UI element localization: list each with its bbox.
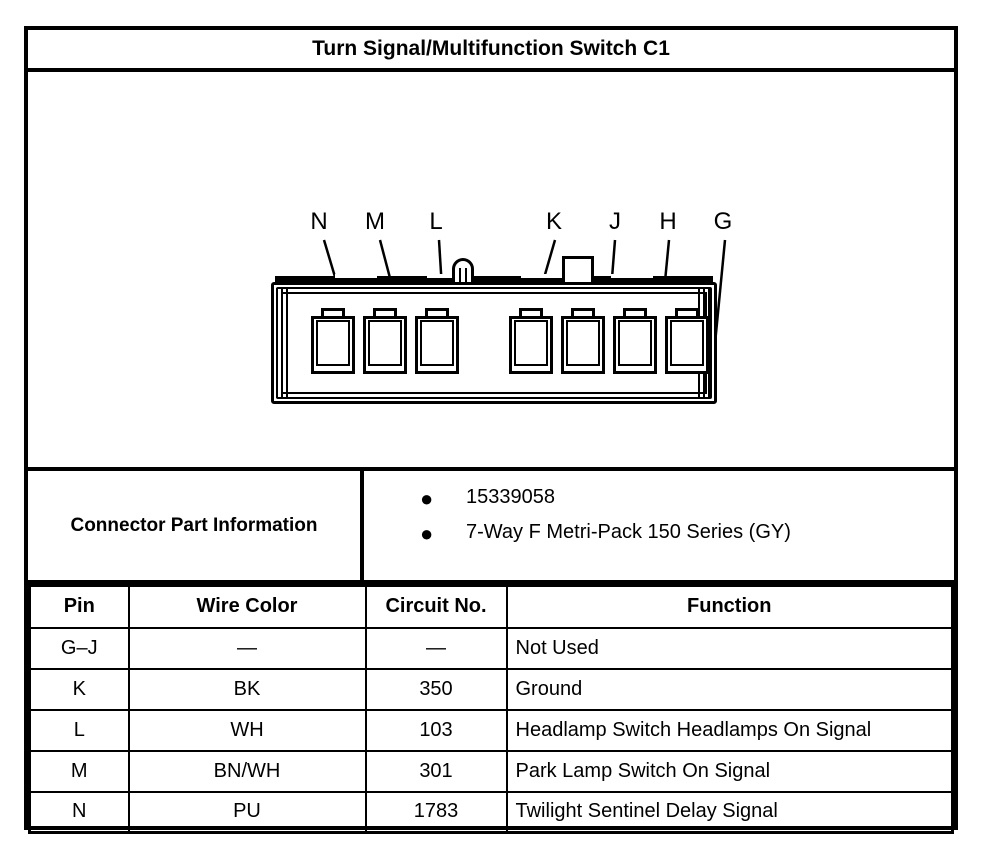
cell-circuit-no: 103: [364, 708, 508, 752]
end-cap-rib: [286, 288, 288, 398]
housing-top-rail: [275, 276, 713, 283]
cell-wire-color: WH: [127, 708, 367, 752]
cavity-inner: [566, 320, 600, 366]
column-header-pin: Pin: [28, 584, 130, 629]
cell-pin: M: [28, 749, 130, 793]
connector-part-information-row: Connector Part Information ● 15339058 ● 7-W…: [28, 471, 954, 584]
pin-function-table: Pin Wire Color Circuit No. Function G–J—…: [28, 584, 954, 834]
cavity-inner: [316, 320, 350, 366]
column-header-circuit-no: Circuit No.: [364, 584, 508, 629]
column-header-function: Function: [505, 584, 954, 629]
cavity-j: [561, 308, 605, 374]
connector-part-information-item: ● 15339058: [420, 486, 954, 511]
page-title: Turn Signal/Multifunction Switch C1: [312, 37, 670, 60]
connector-body: [271, 256, 717, 411]
housing-end-cap-left: [274, 285, 292, 401]
connector-part-information-label-cell: Connector Part Information: [28, 471, 364, 580]
cell-pin: K: [28, 667, 130, 711]
cavity-inner: [670, 320, 704, 366]
cell-circuit-no: 350: [364, 667, 508, 711]
pin-label-g: G: [713, 208, 733, 235]
pin-label-h: H: [659, 208, 677, 235]
cell-wire-color: BN/WH: [127, 749, 367, 793]
cell-circuit-no: —: [364, 626, 508, 670]
rail-notch: [335, 274, 377, 278]
cavity-m: [363, 308, 407, 374]
bullet-icon: ●: [420, 521, 434, 547]
table-row: G–J——Not Used: [28, 626, 954, 670]
cell-pin: G–J: [28, 626, 130, 670]
cell-function: Headlamp Switch Headlamps On Signal: [505, 708, 954, 752]
cavity-h: [613, 308, 657, 374]
pin-label-l: L: [429, 208, 443, 235]
cell-function: Ground: [505, 667, 954, 711]
pin-label-m: M: [365, 208, 385, 235]
cell-pin: N: [28, 790, 130, 834]
cell-function: Park Lamp Switch On Signal: [505, 749, 954, 793]
connector-part-information-value: 15339058: [466, 486, 555, 508]
cell-function: Not Used: [505, 626, 954, 670]
connector-part-information-label: Connector Part Information: [70, 514, 318, 536]
bullet-icon: ●: [420, 486, 434, 511]
connector-part-information-values: ● 15339058 ● 7-Way F Metri-Pack 150 Series …: [364, 471, 954, 580]
cavity-n: [311, 308, 355, 374]
column-header-wire-color: Wire Color: [127, 584, 367, 629]
cavity-k: [509, 308, 553, 374]
pin-label-k: K: [545, 208, 562, 235]
cell-circuit-no: 1783: [364, 790, 508, 834]
pin-label-n: N: [310, 208, 328, 235]
cavity-inner: [618, 320, 652, 366]
table-header-row: Pin Wire Color Circuit No. Function: [28, 584, 954, 629]
end-cap-rib: [276, 288, 278, 398]
connector-part-information-value: 7-Way F Metri-Pack 150 Series (GY): [466, 521, 791, 544]
cell-wire-color: —: [127, 626, 367, 670]
cell-pin: L: [28, 708, 130, 752]
cavity-inner: [420, 320, 454, 366]
cell-wire-color: PU: [127, 790, 367, 834]
cavity-inner: [514, 320, 548, 366]
connector-part-information-item: ● 7-Way F Metri-Pack 150 Series (GY): [420, 521, 954, 547]
cavity-inner: [368, 320, 402, 366]
cavity-l: [415, 308, 459, 374]
cell-function: Twilight Sentinel Delay Signal: [505, 790, 954, 834]
rail-notch: [611, 274, 653, 278]
pin-label-j: J: [609, 208, 621, 235]
sheet-title-bar: Turn Signal/Multifunction Switch C1: [28, 30, 954, 72]
cell-circuit-no: 301: [364, 749, 508, 793]
end-cap-rib: [281, 288, 283, 398]
cell-wire-color: BK: [127, 667, 367, 711]
cavity-g: [665, 308, 709, 374]
keying-block: [562, 256, 594, 286]
rail-notch: [427, 274, 469, 278]
rail-notch: [521, 274, 563, 278]
end-cap-rib: [708, 288, 710, 398]
